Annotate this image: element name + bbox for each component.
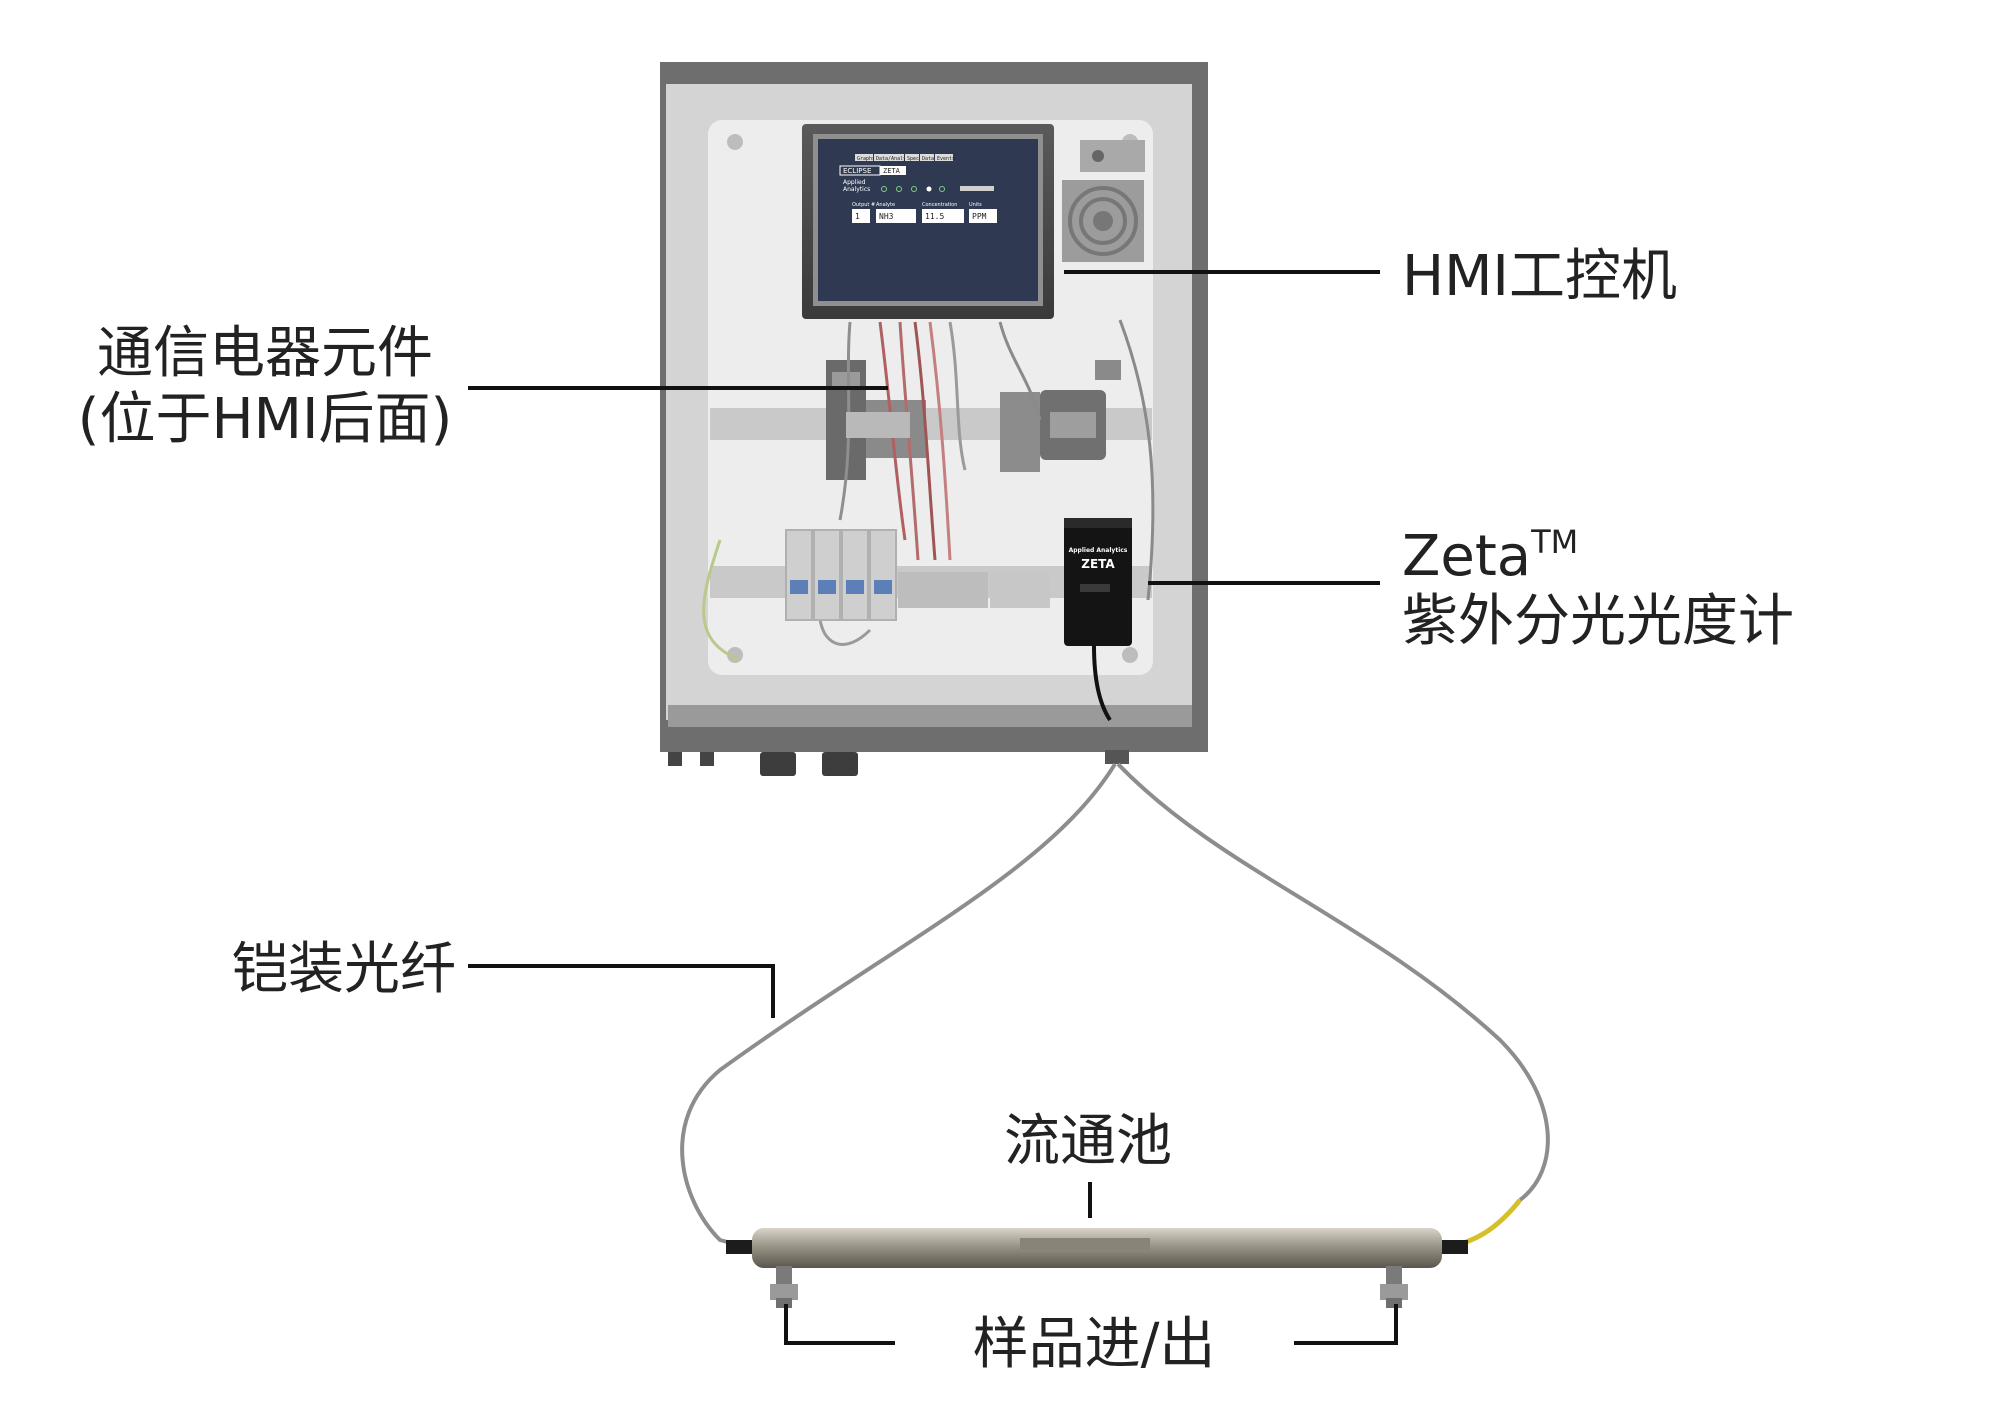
label-zeta-name: Zeta	[1402, 524, 1531, 589]
leader-sample-left	[784, 1304, 895, 1345]
hmi-col-output: Output #	[852, 202, 875, 208]
hmi-units-value: PPM	[972, 212, 987, 221]
sample-port-left	[770, 1266, 798, 1308]
hmi-output-value: 1	[855, 212, 860, 221]
leader-sample-right	[1294, 1304, 1398, 1345]
hmi-tab-data-analysis[interactable]: Data/Analysis	[876, 156, 915, 162]
flowcell-connector-right	[1440, 1240, 1468, 1254]
hmi-tab-graphs[interactable]: Graphs	[857, 156, 875, 162]
cooling-fan	[1062, 140, 1145, 262]
hmi-zeta-label: ZETA	[883, 167, 901, 175]
status-indicator-icon	[939, 186, 945, 192]
hmi-progress-bar	[960, 186, 994, 191]
hmi-panel: Graphs Data/Analysis Spec Data Events EC…	[802, 124, 1054, 319]
status-indicator-icon	[926, 186, 932, 192]
label-zeta-tm: TM	[1530, 523, 1578, 561]
cable-gland-icon	[760, 752, 796, 776]
hmi-col-concentration: Concentration	[922, 202, 957, 208]
cable-gland-icon	[700, 752, 714, 766]
leader-fiber	[468, 964, 775, 1018]
hmi-brand-line1: Applied	[843, 179, 866, 186]
hmi-tab-events[interactable]: Events	[937, 156, 955, 162]
sample-port-right	[1380, 1266, 1408, 1308]
fiber-right	[1116, 762, 1550, 1202]
hmi-concentration-field[interactable]	[922, 209, 964, 223]
label-comm-line1: 通信电器元件	[97, 321, 433, 386]
hmi-concentration-value: 11.5	[925, 212, 944, 221]
hmi-eclipse-label: ECLIPSE	[843, 167, 871, 175]
leader-lines	[468, 270, 1398, 1345]
hmi-analyte-value: NH3	[879, 212, 894, 221]
label-hmi: HMI工控机	[1402, 244, 1677, 309]
circuit-breakers	[785, 529, 897, 621]
zeta-device-brand: Applied Analytics	[1069, 547, 1128, 554]
fiber-right-tip	[1451, 1198, 1522, 1249]
terminal-blocks	[846, 412, 1050, 608]
flow-cell	[726, 1228, 1468, 1308]
status-indicator-icon	[911, 186, 917, 192]
hmi-tab-data[interactable]: Data	[922, 156, 934, 162]
zeta-spectrophotometer: Applied Analytics ZETA	[1064, 518, 1132, 722]
status-indicator-icon	[896, 186, 902, 192]
hmi-tab-spec[interactable]: Spec	[907, 156, 919, 162]
label-comm-line2: (位于HMI后面)	[78, 387, 453, 452]
hmi-output-field[interactable]	[852, 209, 870, 223]
cabinet-bottom-rim	[668, 705, 1192, 727]
fiber-left	[680, 762, 1117, 1248]
zeta-device-body	[1064, 518, 1132, 646]
hmi-col-units: Units	[969, 202, 982, 208]
label-sample: 样品进/出	[973, 1312, 1216, 1377]
label-flowcell: 流通池	[1004, 1109, 1172, 1174]
hmi-units-field[interactable]	[969, 209, 997, 223]
hmi-brand-line2: Analytics	[843, 186, 870, 193]
screw-icon	[1122, 647, 1138, 663]
label-zeta-desc: 紫外分光光度计	[1402, 589, 1794, 654]
cable-gland-icon	[822, 752, 858, 776]
hmi-col-analyte: Analyte	[876, 202, 895, 208]
flowcell-connector-left	[726, 1240, 754, 1254]
fiber-port-icon	[1105, 750, 1129, 764]
cable-gland-icon	[668, 752, 682, 766]
screw-icon	[727, 134, 743, 150]
label-zeta: ZetaTM	[1402, 523, 1578, 589]
zeta-device-name: ZETA	[1081, 557, 1115, 571]
hmi-tab-bar: Graphs Data/Analysis Spec Data Events	[855, 154, 955, 162]
hmi-analyte-field[interactable]	[876, 209, 916, 223]
label-fiber: 铠装光纤	[232, 937, 456, 1002]
flowcell-plate	[1020, 1238, 1150, 1250]
status-indicator-icon	[881, 186, 887, 192]
zeta-cable	[1092, 645, 1112, 722]
